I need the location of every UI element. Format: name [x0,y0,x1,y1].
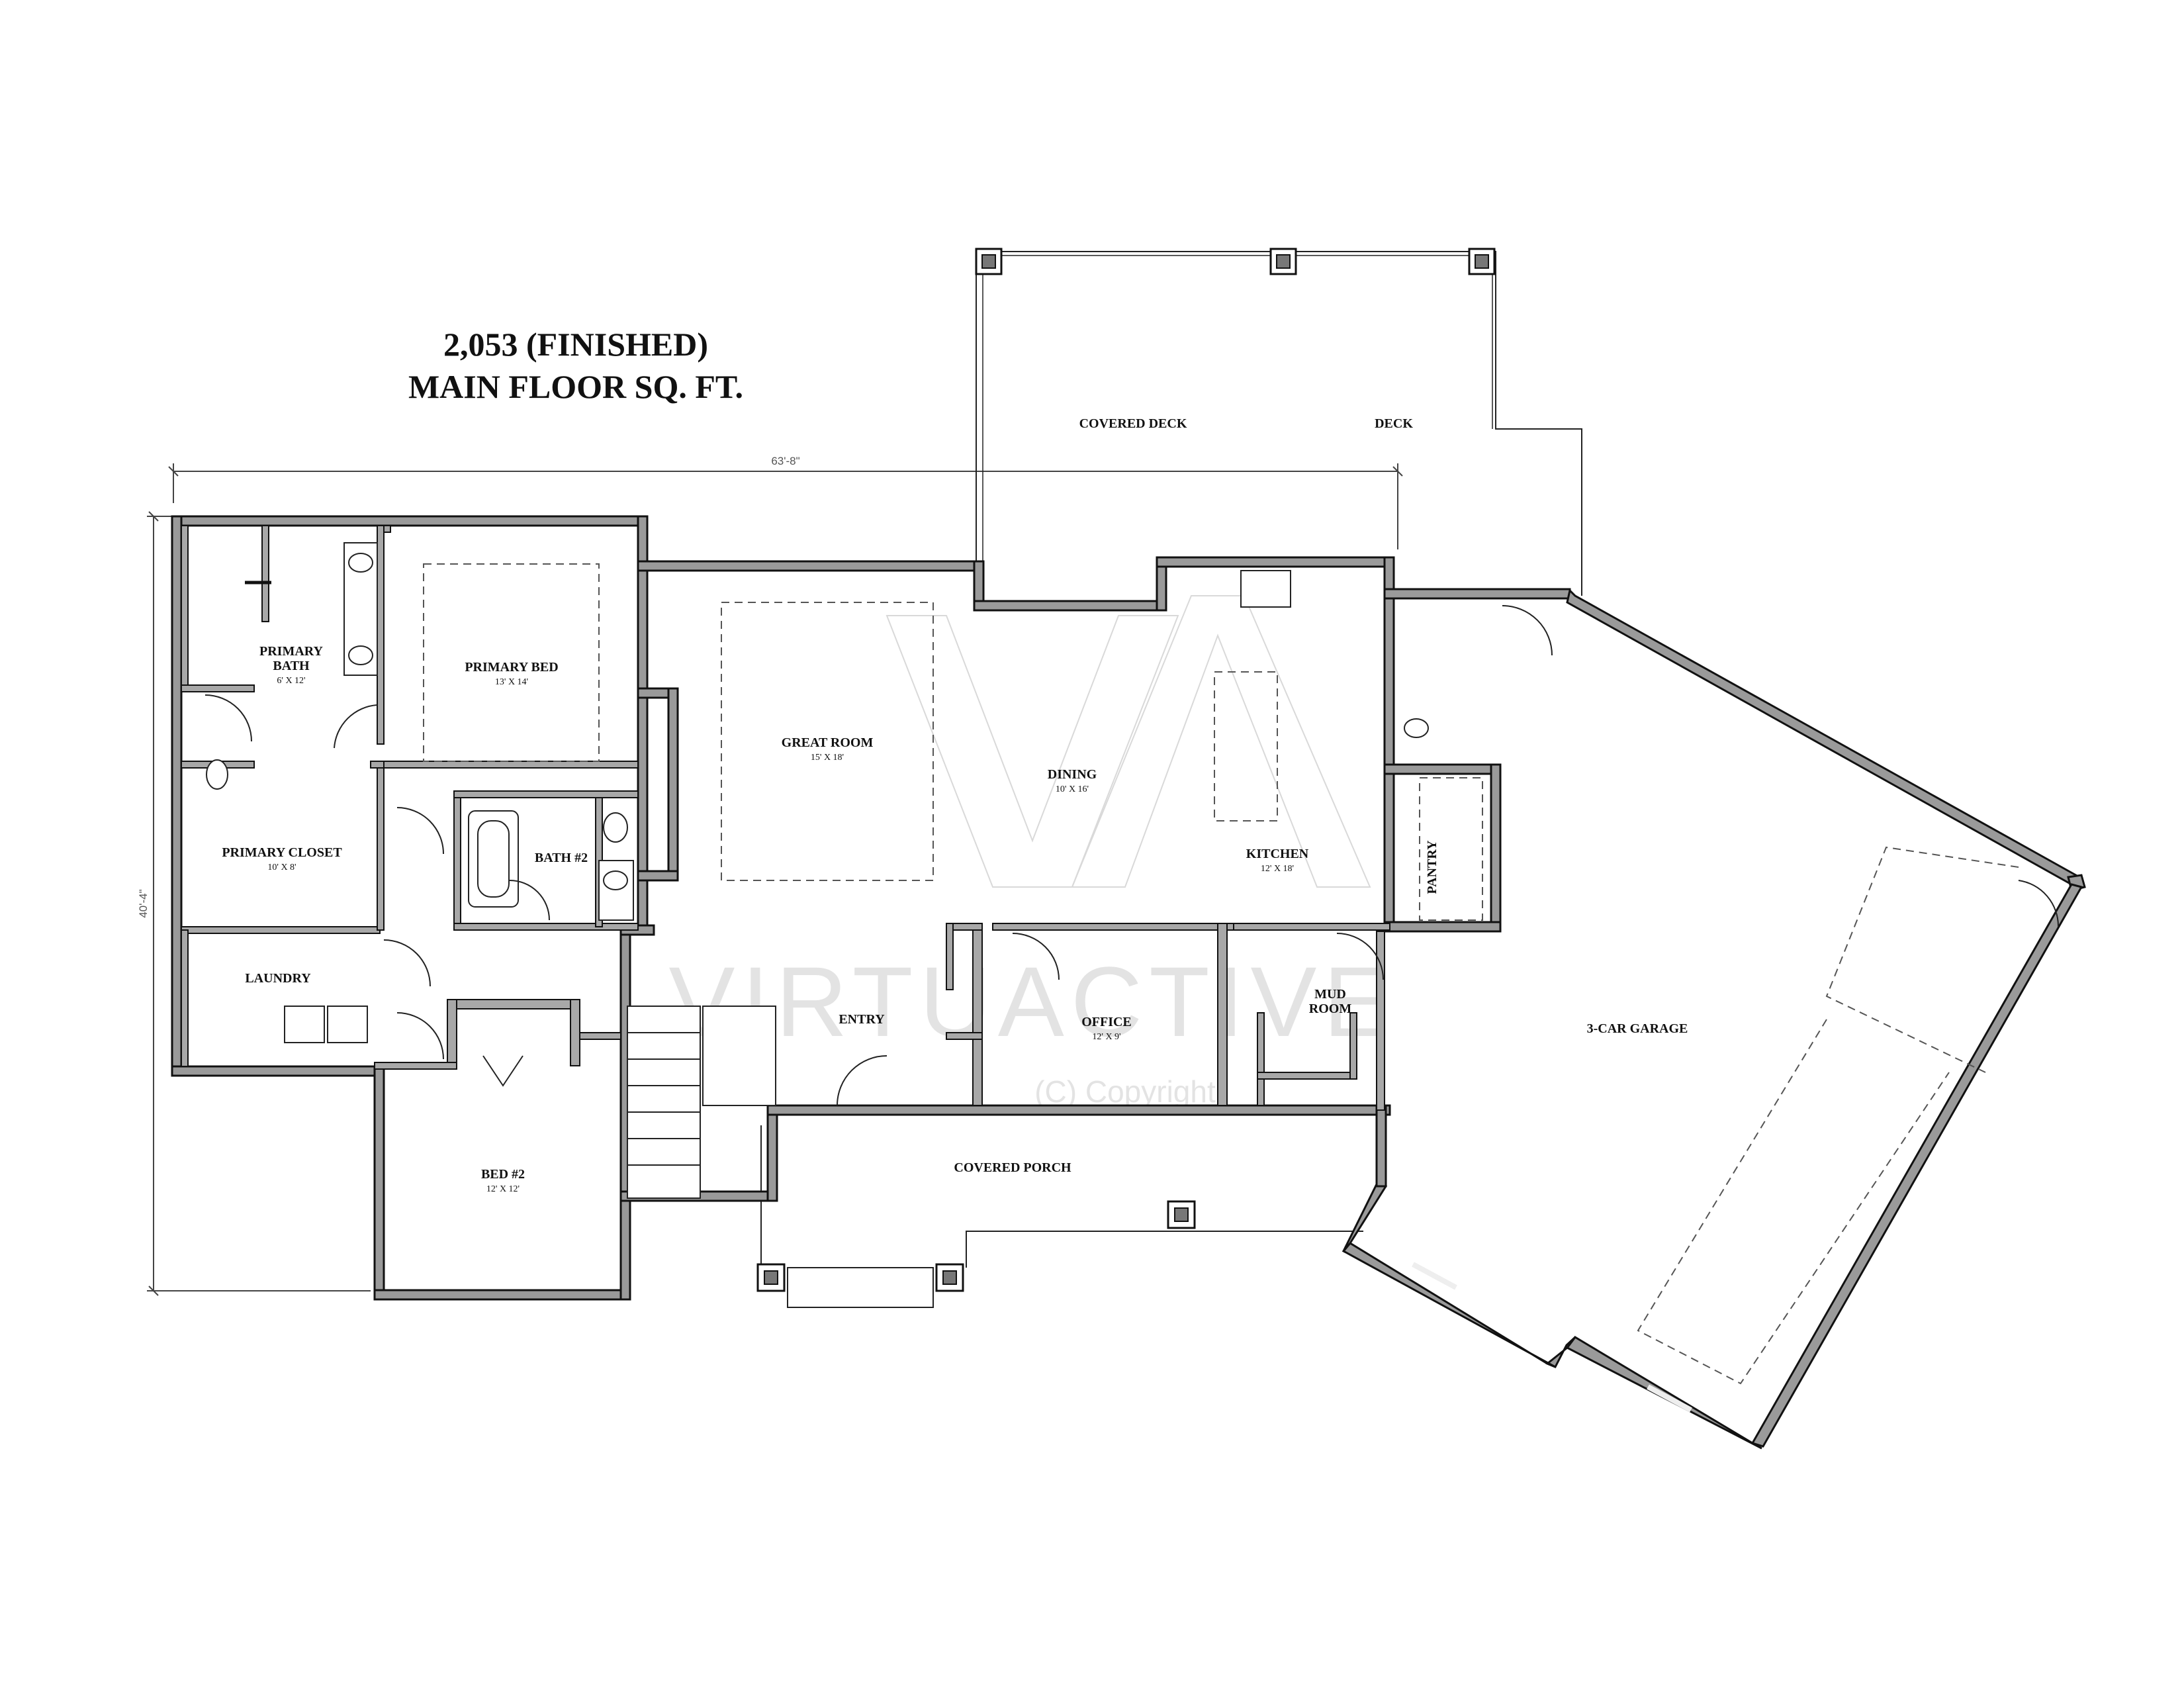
door-swing [383,939,431,987]
label-primary-closet: PRIMARY CLOSET [222,845,342,860]
toilet [603,812,628,843]
door-swing [509,880,550,921]
kitchen-sink [1240,570,1291,608]
watermark: VIRTUACTIVE (C) Copyright [668,595,1396,1109]
label-office: OFFICE [1081,1015,1132,1029]
sink [603,870,628,890]
label-pantry: PANTRY [1425,840,1439,894]
title-area: 2,053 (FINISHED) [443,326,709,363]
door-swing [1502,605,1553,656]
washer [284,1006,325,1043]
deck-outline [975,248,1582,596]
size-office: 12' X 9' [1092,1032,1120,1042]
dimension-depth: 40'-4" [137,889,150,917]
toilet [206,759,228,790]
size-primary-bed: 13' X 14' [495,677,528,687]
door-swing [482,1055,523,1087]
interior-walls [181,525,1390,1111]
porch-outline [756,1125,1363,1308]
doors [205,605,2060,1106]
watermark-brand: VIRTUACTIVE [668,946,1396,1057]
size-primary-bath: 6' X 12' [277,676,305,686]
deck-post [1468,248,1496,275]
size-great-room: 15' X 18' [811,753,844,763]
room-labels: COVERED DECK DECK PRIMARY BATH 6' X 12' … [222,416,1688,1194]
label-primary-bed: PRIMARY BED [465,660,558,675]
size-kitchen: 12' X 18' [1261,864,1294,874]
label-primary-bath-1: PRIMARY [259,644,324,659]
size-dining: 10' X 16' [1056,784,1089,794]
dashed-overlays [423,563,1483,921]
door-swing [2018,880,2060,927]
label-mud-room-2: ROOM [1309,1002,1352,1016]
stairs [627,1006,776,1199]
door-swing [205,694,252,742]
label-primary-bath-2: BATH [273,659,310,673]
sink [348,645,373,665]
door-swing [837,1055,887,1106]
label-garage: 3-CAR GARAGE [1587,1021,1688,1036]
door-swing [1012,933,1060,980]
label-mud-room-1: MUD [1314,987,1346,1002]
label-kitchen: KITCHEN [1246,847,1309,861]
door-swing [396,807,444,855]
title-floor: MAIN FLOOR SQ. FT. [408,368,744,405]
watermark-logo-v [886,615,1179,888]
label-bed-2: BED #2 [481,1167,525,1182]
size-bed-2: 12' X 12' [486,1184,520,1194]
label-great-room: GREAT ROOM [782,735,874,750]
plan-title: 2,053 (FINISHED) MAIN FLOOR SQ. FT. [357,323,794,408]
dimension-width: 63'-8" [771,455,799,467]
sink [348,553,373,573]
label-bath-2: BATH #2 [535,851,588,865]
label-deck: DECK [1375,416,1413,431]
label-laundry: LAUNDRY [245,971,311,986]
door-swing [334,704,378,749]
fixtures [206,542,1429,1199]
sink [1404,718,1429,738]
dryer [327,1006,368,1043]
label-entry: ENTRY [839,1012,885,1027]
label-dining: DINING [1048,767,1097,782]
vanity [598,860,634,921]
watermark-logo-a [1071,595,1371,888]
exterior-walls [171,515,1571,1301]
size-primary-closet: 10' X 8' [267,863,296,872]
watermark-copyright: (C) Copyright [1034,1074,1216,1109]
door-swing [1336,933,1384,980]
label-covered-porch: COVERED PORCH [954,1160,1071,1175]
door-swing [396,1012,444,1060]
dimension-lines: 63'-8" 40'-4" [137,455,1403,1296]
label-covered-deck: COVERED DECK [1079,416,1187,431]
garage-walls [1342,588,2086,1450]
deck-post [975,248,1003,275]
